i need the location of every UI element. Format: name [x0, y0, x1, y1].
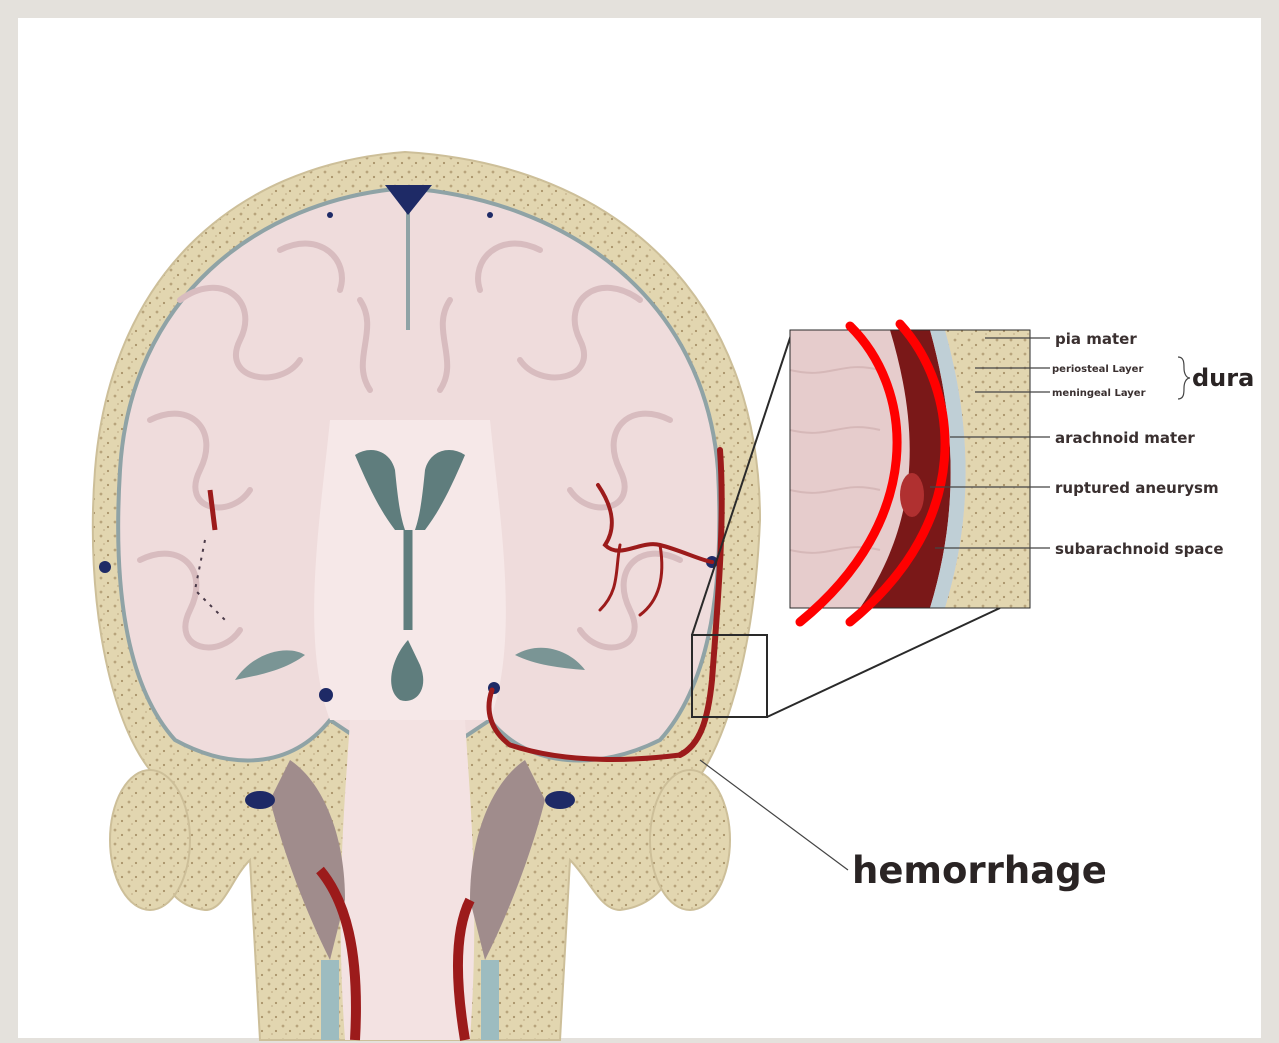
inset-magnified-view [790, 330, 1030, 608]
label-subarachnoid-space: subarachnoid space [1055, 540, 1224, 558]
label-meningeal-layer: meningeal Layer [1052, 388, 1146, 399]
label-dura: dura [1192, 364, 1254, 392]
label-hemorrhage: hemorrhage [852, 849, 1107, 892]
label-ruptured-aneurysm: ruptured aneurysm [1055, 479, 1219, 497]
left-ear [110, 770, 190, 910]
right-ear [650, 770, 730, 910]
label-pia-mater: pia mater [1055, 330, 1137, 348]
label-arachnoid-mater: arachnoid mater [1055, 429, 1195, 447]
label-periosteal-layer: periosteal Layer [1052, 364, 1143, 375]
